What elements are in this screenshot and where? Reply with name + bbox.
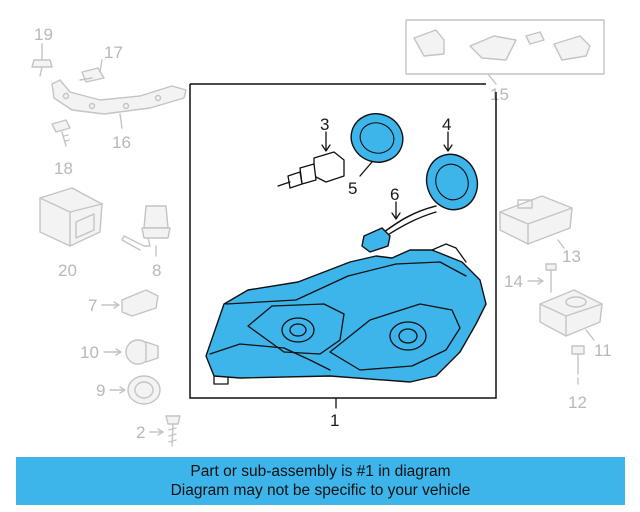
callout-16[interactable]: 16 xyxy=(112,133,131,152)
callout-19[interactable]: 19 xyxy=(34,25,53,44)
callout-13[interactable]: 13 xyxy=(562,247,581,266)
callout-4[interactable]: 4 xyxy=(442,115,451,134)
callout-17[interactable]: 17 xyxy=(104,43,123,62)
part-13-ballast-drawing xyxy=(499,195,573,245)
callout-6[interactable]: 6 xyxy=(390,185,399,204)
callout-15[interactable]: 15 xyxy=(490,85,509,104)
part-18-screw-drawing xyxy=(51,119,71,147)
callout-1[interactable]: 1 xyxy=(330,411,339,430)
part-16-bracket-drawing xyxy=(51,79,187,129)
callout-11[interactable]: 11 xyxy=(594,341,612,360)
banner-line-2: Diagram may not be specific to your vehi… xyxy=(170,482,471,499)
part-4-cap-drawing xyxy=(425,131,479,211)
part-9-cap-drawing xyxy=(109,375,161,405)
part-7-bulb-drawing xyxy=(101,289,159,317)
callout-5[interactable]: 5 xyxy=(348,179,357,198)
callout-8[interactable]: 8 xyxy=(152,261,161,280)
part-20-module-drawing xyxy=(39,187,103,247)
part-17-screw-drawing xyxy=(79,59,105,83)
part-14-screw-drawing xyxy=(527,263,557,293)
assembly-frame xyxy=(189,83,497,399)
part-5-cap-drawing xyxy=(350,113,404,177)
callout-14[interactable]: 14 xyxy=(504,272,523,291)
callout-18[interactable]: 18 xyxy=(54,159,73,178)
part-19-bolt-drawing xyxy=(31,43,53,77)
callout-3[interactable]: 3 xyxy=(320,115,329,134)
part-8-bulb-drawing xyxy=(121,205,171,257)
callout-12[interactable]: 12 xyxy=(568,393,587,412)
parts-diagram: 19 17 16 18 20 8 xyxy=(31,19,612,447)
callout-10[interactable]: 10 xyxy=(80,343,99,362)
part-2-screw-drawing xyxy=(149,415,181,447)
part-3-bulb-drawing xyxy=(277,131,345,189)
part-6-harness-drawing xyxy=(361,201,437,253)
part-11-igniter-drawing xyxy=(539,289,603,337)
part-15-bracket-kit-drawing xyxy=(405,19,605,75)
info-banner: Part or sub-assembly is #1 in diagram Di… xyxy=(16,457,625,505)
part-1-headlamp-drawing xyxy=(205,243,487,385)
callout-7[interactable]: 7 xyxy=(88,296,97,315)
callout-9[interactable]: 9 xyxy=(96,381,105,400)
callout-20[interactable]: 20 xyxy=(58,261,77,280)
part-12-screw-drawing xyxy=(571,345,585,385)
banner-line-1: Part or sub-assembly is #1 in diagram xyxy=(190,463,451,480)
callout-2[interactable]: 2 xyxy=(136,423,145,442)
part-10-socket-drawing xyxy=(103,339,159,365)
